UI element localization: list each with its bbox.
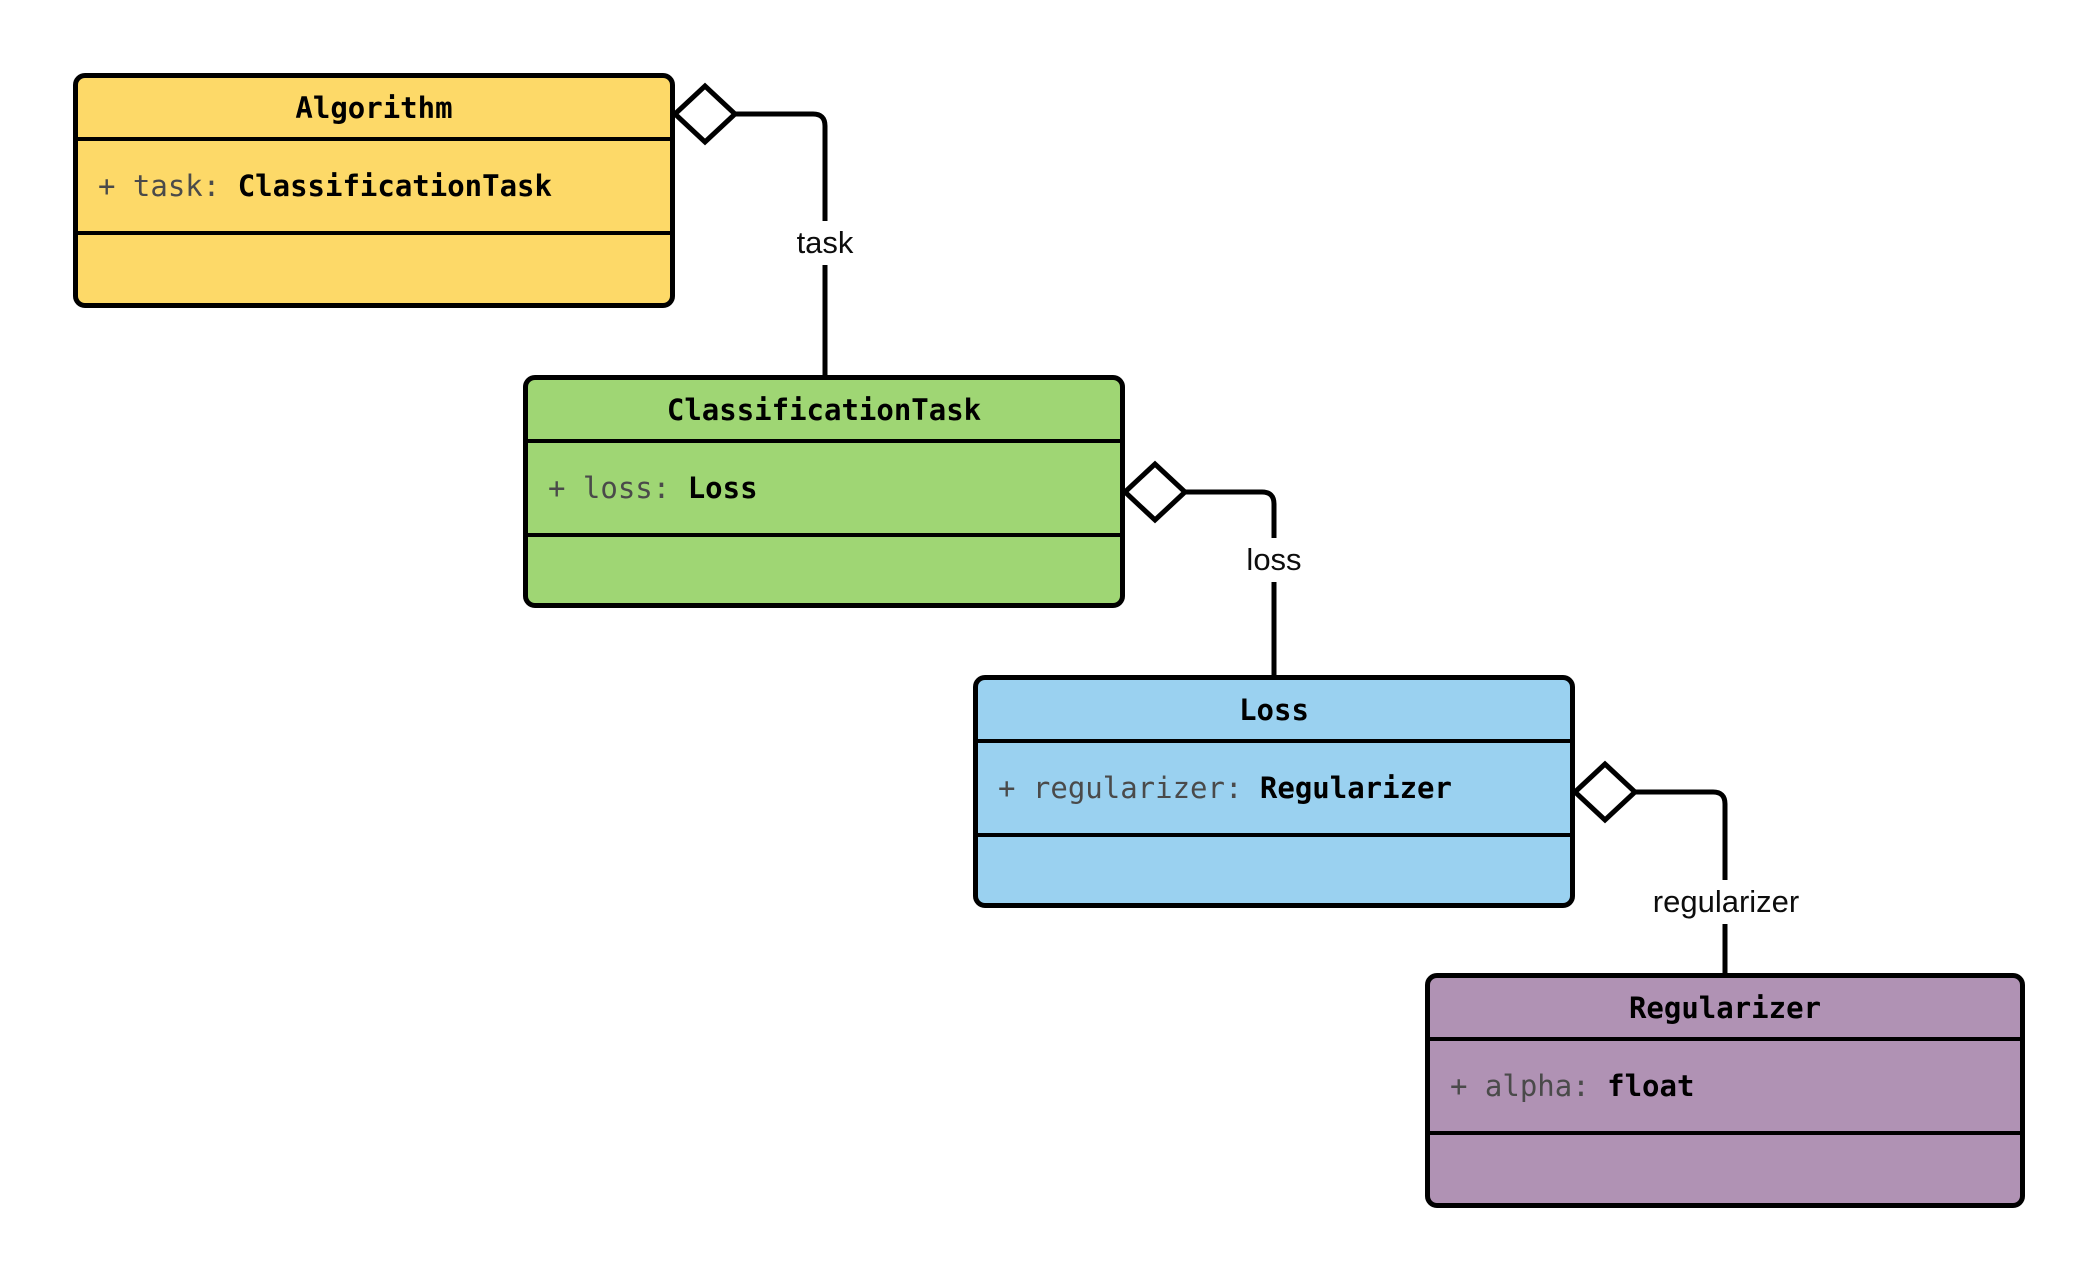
edge-line-regularizer [1635,789,1728,973]
edge-label-loss: loss [1238,538,1310,582]
edge-line-loss [1185,489,1277,675]
attribute-name: + alpha: [1450,1069,1608,1103]
attribute-name: + task: [98,169,238,203]
class-title: Loss [1239,692,1309,727]
class-attributes-section: + regularizer: Regularizer [978,739,1570,833]
edge-label-regularizer: regularizer [1644,880,1808,924]
class-title: Regularizer [1628,990,1822,1025]
attribute-type: float [1607,1069,1695,1103]
attribute-name: + regularizer: [998,771,1260,805]
class-title: ClassificationTask [666,392,982,427]
class-box-algorithm: Algorithm + task: ClassificationTask [73,73,675,308]
aggregation-diamond-icon [1121,460,1189,524]
class-box-loss: Loss + regularizer: Regularizer [973,675,1575,908]
class-box-classificationtask: ClassificationTask + loss: Loss [523,375,1125,608]
attribute-type: Regularizer [1259,771,1452,805]
edge-label-task: task [788,221,862,265]
class-attributes-section: + task: ClassificationTask [78,137,670,231]
connector-loss [1121,460,1277,675]
class-methods-section-empty [78,231,670,303]
aggregation-diamond-icon [671,82,739,146]
class-box-regularizer: Regularizer + alpha: float [1425,973,2025,1208]
class-attributes-section: + loss: Loss [528,439,1120,533]
attribute-type: ClassificationTask [237,169,552,203]
class-title: Algorithm [295,90,453,125]
class-methods-section-empty [528,533,1120,603]
attribute-type: Loss [687,471,758,505]
class-methods-section-empty [978,833,1570,903]
aggregation-diamond-icon [1571,760,1639,824]
attribute-name: + loss: [548,471,688,505]
connector-regularizer [1571,760,1728,973]
class-attributes-section: + alpha: float [1430,1037,2020,1131]
connector-task [671,82,828,375]
edge-line-task [735,111,828,375]
class-methods-section-empty [1430,1131,2020,1203]
